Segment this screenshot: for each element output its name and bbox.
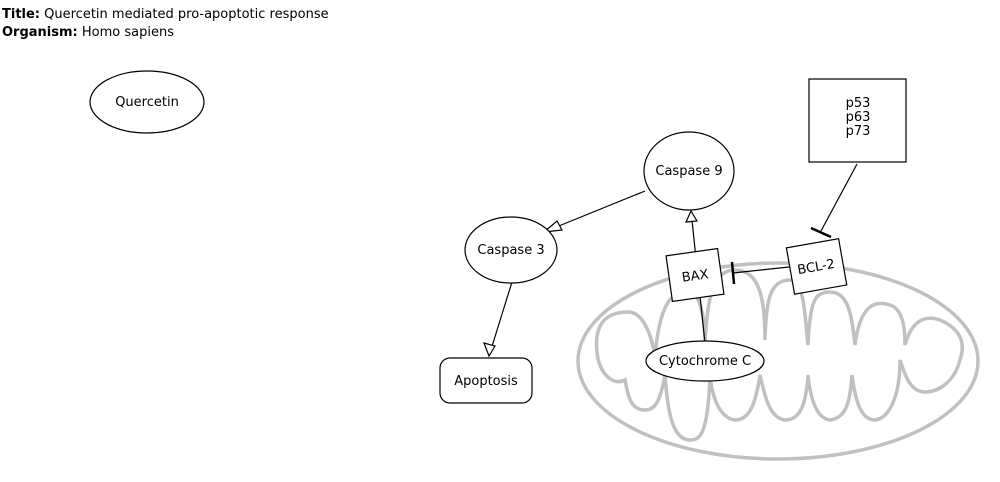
edge-bcl2-inhibits-bax bbox=[732, 266, 790, 274]
arrowhead-caspase3 bbox=[542, 220, 563, 233]
node-caspase3-label: Caspase 3 bbox=[477, 243, 544, 258]
node-apoptosis-label: Apoptosis bbox=[454, 374, 518, 389]
node-bax-label: BAX bbox=[681, 267, 710, 286]
mitochondrion-outer-membrane bbox=[576, 261, 980, 461]
organism-label: Organism: bbox=[2, 25, 78, 40]
diagram-title: Quercetin mediated pro-apoptotic respons… bbox=[44, 7, 329, 22]
edge-caspase3-to-apoptosis bbox=[488, 281, 513, 357]
node-caspase9[interactable]: Caspase 9 bbox=[643, 131, 735, 211]
node-bax[interactable]: BAX bbox=[665, 247, 725, 303]
node-cytochrome-c-label: Cytochrome C bbox=[659, 354, 751, 369]
node-p63-label: p63 bbox=[846, 110, 871, 125]
node-quercetin[interactable]: Quercetin bbox=[89, 70, 205, 134]
mitochondrion bbox=[576, 261, 980, 461]
edge-caspase9-to-caspase3 bbox=[543, 190, 646, 233]
arrowhead-caspase9 bbox=[685, 209, 699, 223]
node-p53-group[interactable]: p53 p63 p73 bbox=[808, 78, 907, 163]
node-quercetin-label: Quercetin bbox=[115, 95, 179, 110]
arrowhead-apoptosis bbox=[483, 342, 496, 358]
edge-p53group-inhibits-bcl2 bbox=[820, 163, 858, 232]
title-row: Title: Quercetin mediated pro-apoptotic … bbox=[2, 6, 329, 24]
node-apoptosis[interactable]: Apoptosis bbox=[439, 357, 533, 404]
edges bbox=[483, 163, 858, 358]
organism-value: Homo sapiens bbox=[81, 25, 174, 40]
inhibition-bar-bax bbox=[730, 261, 736, 285]
node-p73-label: p73 bbox=[846, 124, 871, 139]
node-cytochrome-c[interactable]: Cytochrome C bbox=[645, 340, 765, 382]
node-bcl2-label: BCL-2 bbox=[796, 257, 836, 278]
node-caspase3[interactable]: Caspase 3 bbox=[464, 216, 558, 284]
organism-row: Organism: Homo sapiens bbox=[2, 24, 329, 42]
inhibition-bar-bcl2 bbox=[810, 226, 832, 239]
title-label: Title: bbox=[2, 7, 41, 22]
node-bcl2[interactable]: BCL-2 bbox=[785, 237, 848, 295]
diagram-header: Title: Quercetin mediated pro-apoptotic … bbox=[2, 6, 329, 42]
node-caspase9-label: Caspase 9 bbox=[655, 164, 722, 179]
node-p53-label: p53 bbox=[846, 96, 871, 111]
